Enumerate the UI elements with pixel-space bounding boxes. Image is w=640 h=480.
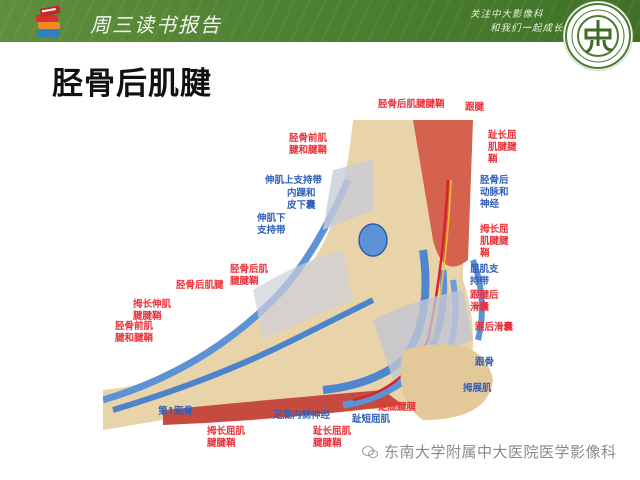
slide-header: 周三读书报告 关注中大影像科 和我们一起成长 (0, 0, 640, 42)
anatomy-label: 拇展肌 (463, 383, 492, 394)
anatomy-label: 趾短屈肌 (352, 414, 391, 425)
anatomy-label: 足底内侧神经 (273, 410, 331, 421)
anatomy-label: 第1跖骨 (158, 406, 194, 417)
anatomy-label: 胫骨前肌 腱和腱鞘 (289, 133, 328, 156)
anatomy-label: 胫骨后肌腱腱鞘 (378, 99, 445, 110)
anatomy-label: 跟后滑囊 (475, 322, 514, 333)
books-icon (36, 5, 61, 37)
anatomy-label: 跟腱 (465, 102, 485, 113)
anatomy-label: 跟腱后 滑囊 (470, 290, 499, 313)
footer-watermark: 东南大学附属中大医院医学影像科 (362, 441, 617, 462)
slide-title: 胫骨后肌腱 (52, 66, 212, 102)
foot-anatomy-illustration (103, 120, 493, 430)
brand-name: 周三读书报告 (90, 13, 222, 37)
slogan-line-2: 和我们一起成长 (490, 23, 564, 34)
hospital-seal-logo (564, 2, 632, 70)
anatomy-label: 拇长伸肌 腱腱鞘 (133, 299, 172, 322)
anatomy-label: 胫骨后肌腱 (176, 280, 224, 291)
slogan-line-1: 关注中大影像科 (470, 9, 544, 20)
anatomy-label: 屈肌支 持带 (470, 264, 499, 287)
wechat-icon (362, 445, 378, 458)
anatomy-label: 胫骨后肌 腱腱鞘 (230, 264, 269, 287)
anatomy-label: 拇长屈肌 腱腱鞘 (207, 426, 246, 449)
header-texture (0, 0, 640, 42)
header-slogan: 关注中大影像科 和我们一起成长 (470, 8, 564, 36)
anatomy-label: 趾长屈 肌腱腱 鞘 (488, 130, 517, 165)
anatomy-label: 胫骨前肌 腱和腱鞘 (115, 321, 154, 344)
anatomy-label: 足底腱膜 (378, 402, 417, 413)
anatomy-label: 伸肌下 支持带 (257, 213, 286, 236)
anatomy-label: 拇长屈 肌腱腱 鞘 (480, 224, 509, 259)
anatomy-label: 伸肌上支持带 (265, 175, 323, 186)
anatomy-label: 胫骨后 动脉和 神经 (480, 175, 509, 210)
source-credit: 东南大学附属中大医院医学影像科 (384, 443, 617, 461)
anatomy-label: 内踝和 皮下囊 (287, 188, 316, 211)
anatomy-label: 趾长屈肌 腱腱鞘 (313, 426, 352, 449)
anatomy-label: 跟骨 (475, 357, 495, 368)
